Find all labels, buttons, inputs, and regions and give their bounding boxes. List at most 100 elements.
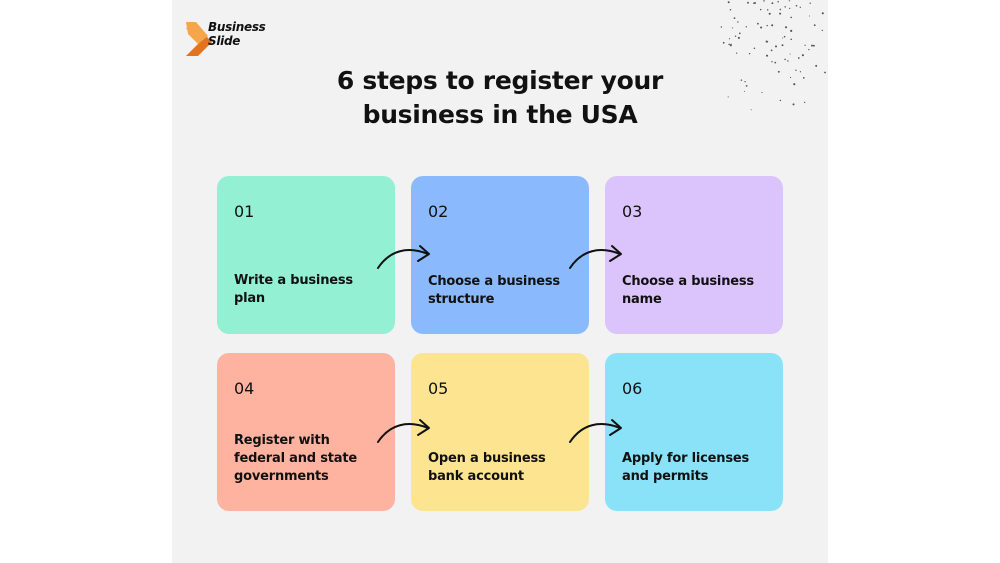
decorative-dot <box>804 101 806 104</box>
decorative-dot <box>729 44 732 47</box>
decorative-dot <box>747 1 749 4</box>
decorative-dot <box>781 44 784 47</box>
arrow-right-icon <box>569 419 622 443</box>
step-label: Write a business plan <box>234 273 353 306</box>
decorative-dot <box>766 24 768 27</box>
decorative-dot <box>790 29 793 32</box>
decorative-dot <box>734 35 737 37</box>
decorative-dot <box>779 12 782 15</box>
decorative-dot <box>809 2 811 4</box>
decorative-dot <box>738 32 741 35</box>
decorative-dot <box>787 60 789 62</box>
step-number: 01 <box>234 202 255 221</box>
brand-chevron-icon <box>186 22 212 56</box>
decorative-dot <box>789 53 791 55</box>
decorative-dot <box>808 48 810 51</box>
decorative-dot <box>748 52 751 55</box>
step-card-01: 01 Write a business plan <box>217 176 395 334</box>
step-card-02: 02 Choose a business structure <box>411 176 589 334</box>
step-number: 03 <box>622 202 643 221</box>
infographic-canvas: Business Slide 6 steps to register your … <box>172 0 828 563</box>
step-number: 06 <box>622 379 643 398</box>
decorative-dot <box>737 21 739 23</box>
brand-name-line1: Business <box>208 20 266 34</box>
decorative-dot <box>766 40 769 43</box>
decorative-dot <box>821 12 824 15</box>
decorative-dot <box>802 77 805 79</box>
decorative-dot <box>824 71 826 74</box>
step-card-06: 06 Apply for licenses and permits <box>605 353 783 511</box>
decorative-dot <box>774 45 778 48</box>
decorative-dot <box>745 26 748 28</box>
decorative-dot <box>799 6 801 8</box>
decorative-dot <box>784 58 786 61</box>
decorative-dot <box>759 8 762 11</box>
decorative-dot <box>804 44 806 46</box>
brand-logo[interactable]: Business Slide <box>184 18 284 58</box>
decorative-dot <box>801 54 804 57</box>
step-number: 04 <box>234 379 255 398</box>
decorative-dot <box>732 27 734 29</box>
decorative-dot <box>735 52 738 54</box>
decorative-dot <box>727 96 729 98</box>
step-label: Choose a business structure <box>428 274 560 307</box>
decorative-dot <box>728 38 731 40</box>
decorative-dot <box>777 1 779 3</box>
decorative-dot <box>790 38 792 41</box>
decorative-dot <box>771 61 773 63</box>
step-card-03: 03 Choose a business name <box>605 176 783 334</box>
step-label: Apply for licenses and permits <box>622 451 750 484</box>
decorative-dot <box>799 71 802 73</box>
decorative-dot-pattern <box>720 0 826 111</box>
decorative-dot <box>790 16 792 19</box>
decorative-dot <box>788 0 791 2</box>
decorative-dot <box>771 24 774 27</box>
step-card-05: 05 Open a business bank account <box>411 353 589 511</box>
decorative-dot <box>753 2 755 4</box>
decorative-dot <box>784 26 788 29</box>
decorative-dot <box>808 15 810 17</box>
decorative-dot <box>760 26 763 29</box>
decorative-dot <box>729 8 732 11</box>
decorative-dot <box>743 90 745 92</box>
arrow-right-icon <box>377 245 430 269</box>
decorative-dot <box>792 103 795 106</box>
decorative-dot <box>756 22 759 25</box>
decorative-dot <box>795 69 797 72</box>
decorative-dot <box>821 29 823 32</box>
decorative-dot <box>779 8 782 11</box>
decorative-dot <box>815 64 818 67</box>
decorative-dot <box>727 1 730 4</box>
step-label: Open a business bank account <box>428 451 546 484</box>
decorative-dot <box>790 76 792 79</box>
decorative-dot <box>783 35 786 38</box>
step-label: Choose a business name <box>622 274 754 307</box>
decorative-dot <box>811 44 813 47</box>
decorative-dot <box>763 0 765 2</box>
arrow-right-icon <box>569 245 622 269</box>
decorative-dot <box>789 7 791 10</box>
decorative-dot <box>770 49 773 52</box>
decorative-dot <box>777 70 780 73</box>
decorative-dot <box>797 57 800 59</box>
title-line2: business in the USA <box>362 100 638 129</box>
decorative-dot <box>795 4 798 7</box>
decorative-dot <box>768 12 771 15</box>
decorative-dot <box>740 79 743 81</box>
decorative-dot <box>813 24 816 27</box>
decorative-dot <box>720 26 723 28</box>
arrow-right-icon <box>377 419 430 443</box>
decorative-dot <box>812 44 815 47</box>
page-title: 6 steps to register your business in the… <box>172 64 828 132</box>
decorative-dot <box>793 83 796 86</box>
decorative-dot <box>737 36 740 39</box>
decorative-dot <box>766 9 769 11</box>
decorative-dot <box>722 41 725 44</box>
decorative-dot <box>784 6 786 8</box>
title-line1: 6 steps to register your <box>336 66 664 95</box>
brand-name-line2: Slide <box>208 34 241 48</box>
step-number: 02 <box>428 202 449 221</box>
step-label: Register with federal and state governme… <box>234 433 357 484</box>
decorative-dot <box>744 81 746 83</box>
decorative-dot <box>733 17 736 19</box>
